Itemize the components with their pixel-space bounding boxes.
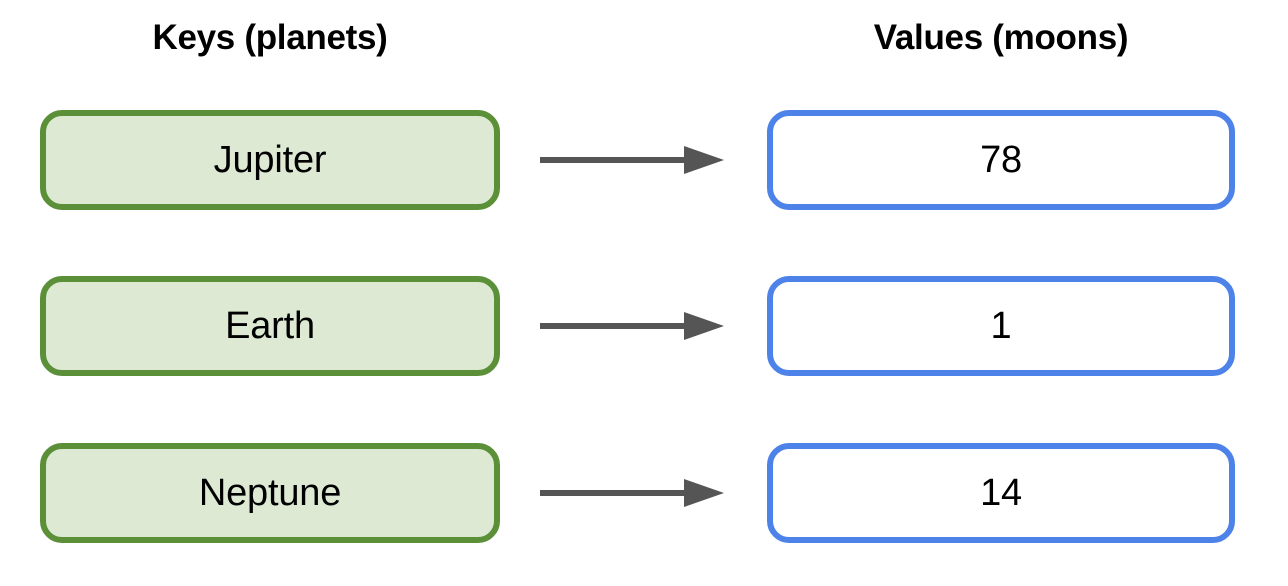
key-box-jupiter[interactable]: Jupiter <box>40 110 500 210</box>
mapping-row: Earth 1 <box>0 276 1288 376</box>
key-label: Jupiter <box>213 139 327 181</box>
mapping-row: Jupiter 78 <box>0 110 1288 210</box>
value-label: 1 <box>990 305 1012 347</box>
arrow-right-icon <box>538 473 738 513</box>
value-box-earth[interactable]: 1 <box>767 276 1235 376</box>
values-column-heading: Values (moons) <box>873 18 1129 57</box>
value-box-neptune[interactable]: 14 <box>767 443 1235 543</box>
mapping-row: Neptune 14 <box>0 443 1288 543</box>
key-box-earth[interactable]: Earth <box>40 276 500 376</box>
arrow-right-icon <box>538 140 738 180</box>
key-label: Earth <box>225 305 315 347</box>
key-box-neptune[interactable]: Neptune <box>40 443 500 543</box>
value-box-jupiter[interactable]: 78 <box>767 110 1235 210</box>
keys-column-heading: Keys (planets) <box>152 18 388 57</box>
key-label: Neptune <box>198 472 342 514</box>
value-label: 14 <box>980 472 1022 514</box>
arrow-right-icon <box>538 306 738 346</box>
value-label: 78 <box>980 139 1022 181</box>
